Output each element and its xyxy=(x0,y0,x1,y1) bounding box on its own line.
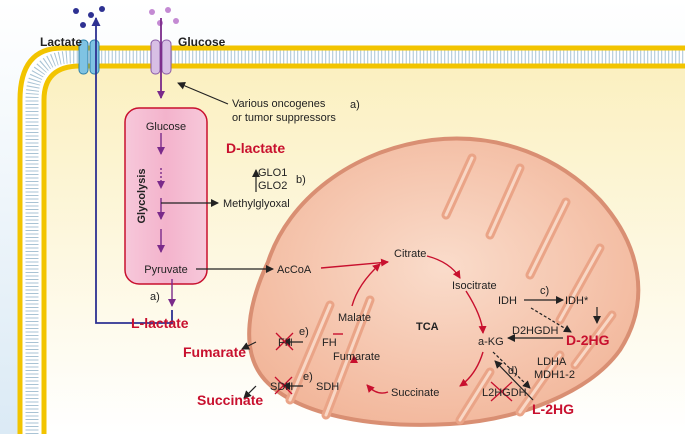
citrate-label: Citrate xyxy=(394,248,426,260)
lactate-export-arrow xyxy=(91,17,173,324)
mark-c: c) xyxy=(540,285,549,297)
mark-d: d) xyxy=(508,365,518,377)
glycolysis-label: Glycolysis xyxy=(136,168,148,223)
akg-label: a-KG xyxy=(478,336,504,348)
fumarate-out-label: Fumarate xyxy=(183,344,246,360)
sdh-left-label: SDH xyxy=(270,381,293,393)
fumarate-inner-label: Fumarate xyxy=(333,351,380,363)
succinate-inner-label: Succinate xyxy=(391,387,439,399)
oncogenes-label-line2: or tumor suppressors xyxy=(232,112,336,124)
enzyme-loss-marks xyxy=(274,332,513,402)
idh-label: IDH xyxy=(498,295,517,307)
lactate-top-label: Lactate xyxy=(40,35,82,49)
idh-mut-label: IDH* xyxy=(565,295,589,307)
l2hg-label: L-2HG xyxy=(532,401,574,417)
mark-a-bottom: a) xyxy=(150,291,160,303)
mitochondrion xyxy=(247,136,641,427)
ldha-label: LDHA xyxy=(537,356,567,368)
tca-cycle-arrows xyxy=(320,255,487,394)
mark-a-top: a) xyxy=(350,99,360,111)
glo1-label: GLO1 xyxy=(258,167,287,179)
d-lactate-label: D-lactate xyxy=(226,140,285,156)
mdh-label: MDH1-2 xyxy=(534,369,575,381)
l-lactate-label: L-lactate xyxy=(131,315,189,331)
d2hgdh-label: D2HGDH xyxy=(512,325,559,337)
glycolysis-box xyxy=(124,107,208,285)
glo2-label: GLO2 xyxy=(258,180,287,192)
d2hg-label: D-2HG xyxy=(566,332,610,348)
fh-right-label: FH xyxy=(322,337,337,349)
glucose-inner-label: Glucose xyxy=(146,121,186,133)
succinate-out-label: Succinate xyxy=(197,392,263,408)
pathway-arrows xyxy=(161,82,601,401)
oncogenes-label-line1: Various oncogenes xyxy=(232,98,326,110)
pyruvate-label: Pyruvate xyxy=(144,264,187,276)
sdh-right-label: SDH xyxy=(316,381,339,393)
glucose-transporter xyxy=(150,39,172,75)
tca-label: TCA xyxy=(416,321,439,333)
mark-e-bottom: e) xyxy=(303,371,313,383)
malate-label: Malate xyxy=(338,312,371,324)
acoa-label: AcCoA xyxy=(277,264,312,276)
methylglyoxal-label: Methylglyoxal xyxy=(223,198,290,210)
glycolysis-arrows xyxy=(157,133,176,307)
mark-b: b) xyxy=(296,174,306,186)
lactate-molecules xyxy=(73,6,105,28)
fh-left-label: FH xyxy=(278,337,293,349)
glucose-top-label: Glucose xyxy=(178,35,226,49)
isocitrate-label: Isocitrate xyxy=(452,280,497,292)
mark-e-top: e) xyxy=(299,326,309,338)
l2hgdh-label: L2HGDH xyxy=(482,387,527,399)
